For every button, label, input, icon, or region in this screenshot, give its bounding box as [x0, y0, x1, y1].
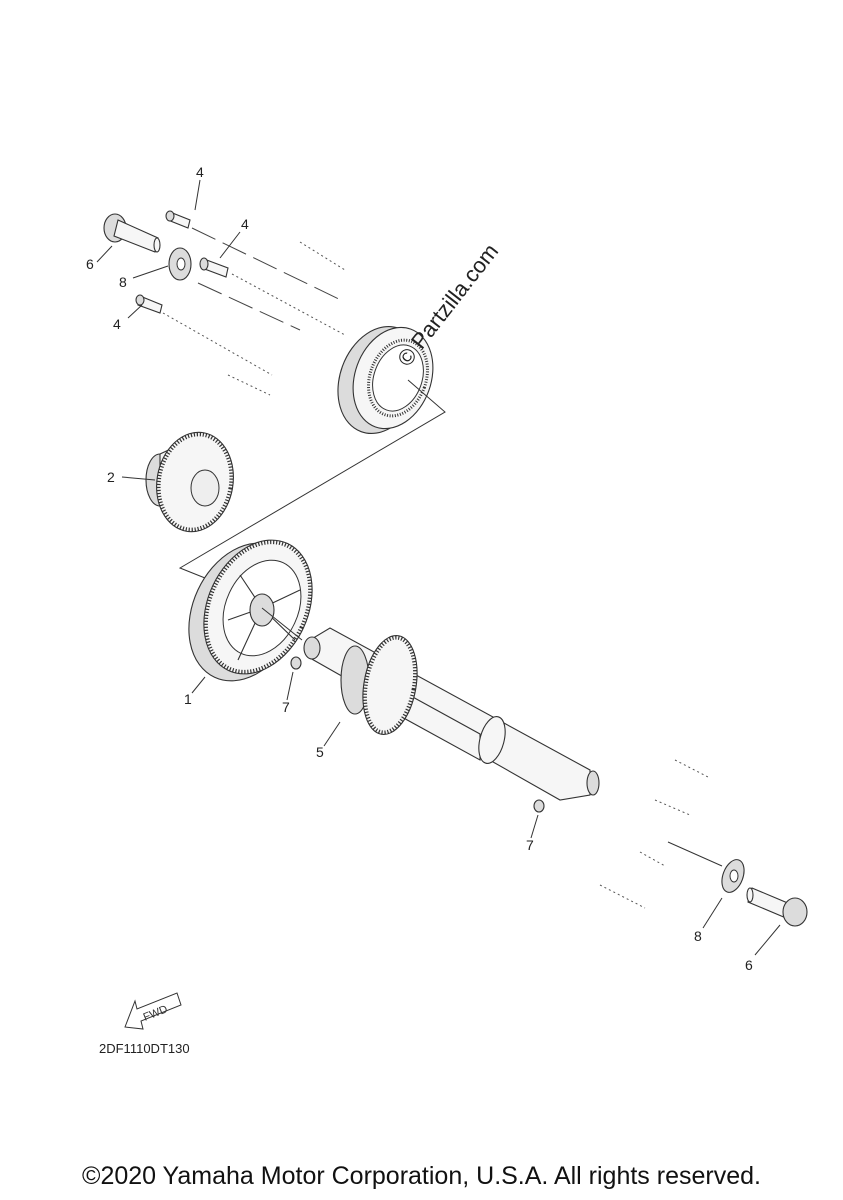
diagram-code: 2DF1110DT130	[99, 1041, 190, 1056]
callout-7-left: 7	[282, 699, 290, 715]
callout-8-top: 8	[119, 274, 127, 290]
callout-6-bottom: 6	[745, 957, 753, 973]
callout-6-top: 6	[86, 256, 94, 272]
callout-7-right: 7	[526, 837, 534, 853]
callout-8-bottom: 8	[694, 928, 702, 944]
pin-top[interactable]	[165, 210, 191, 229]
fwd-arrow-icon: FWD	[124, 992, 182, 1030]
callout-4-mid: 4	[241, 216, 249, 232]
idler-gear[interactable]	[145, 426, 241, 538]
dowel-pin-right[interactable]	[533, 799, 545, 813]
pin-mid[interactable]	[199, 257, 229, 278]
bolt-top[interactable]	[103, 213, 161, 253]
callout-4-low: 4	[113, 316, 121, 332]
watermark: © Partzilla.com	[392, 239, 503, 371]
bolt-bottom[interactable]	[746, 887, 808, 927]
washer-bottom[interactable]	[718, 857, 748, 896]
washer-top[interactable]	[168, 247, 192, 281]
callout-1: 1	[184, 691, 192, 707]
starter-wheel-gear[interactable]	[167, 522, 332, 699]
callout-5: 5	[316, 744, 324, 760]
callout-2: 2	[107, 469, 115, 485]
copyright-notice: ©2020 Yamaha Motor Corporation, U.S.A. A…	[82, 1162, 761, 1190]
pin-low[interactable]	[135, 294, 163, 314]
callout-4-top: 4	[196, 164, 204, 180]
dowel-pin-left[interactable]	[290, 656, 302, 670]
shaft-gear[interactable]	[340, 631, 424, 739]
clutch-ring[interactable]	[324, 315, 447, 446]
